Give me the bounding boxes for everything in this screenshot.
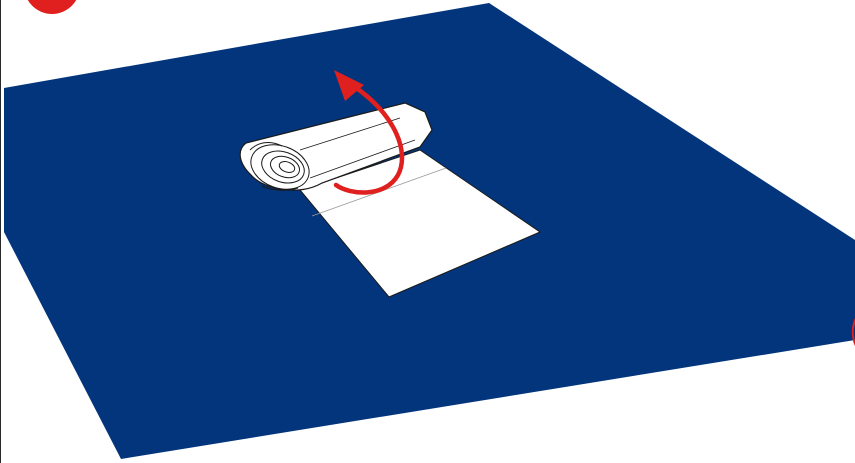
left-border-line (0, 0, 1, 463)
step-marker-top-icon (24, 0, 80, 14)
